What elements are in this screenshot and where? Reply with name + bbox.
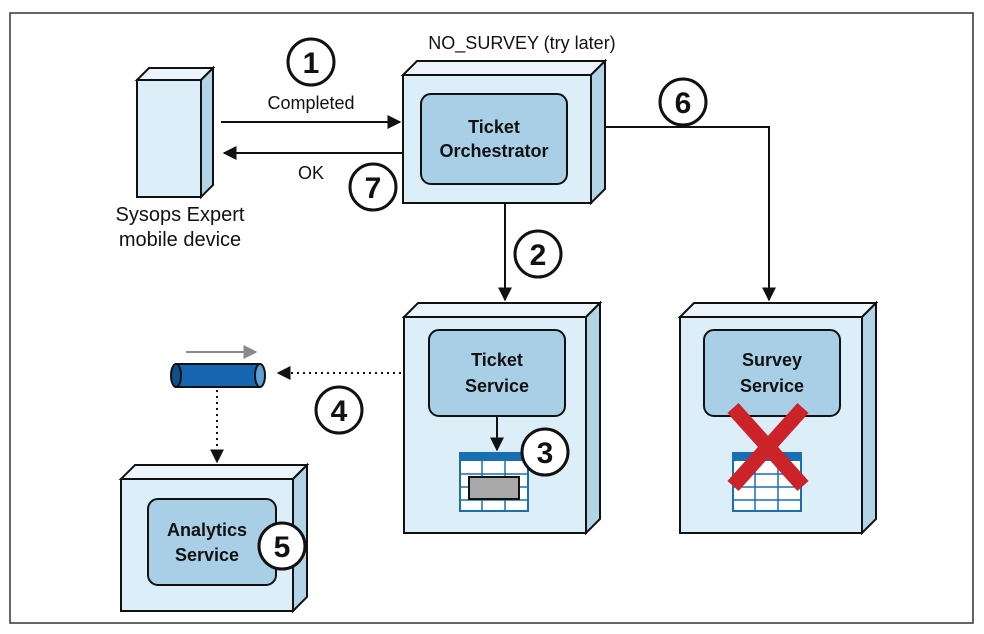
step-6-number: 6 [675, 87, 692, 120]
step-5-number: 5 [274, 531, 291, 564]
step-3-number: 3 [537, 437, 554, 470]
database-highlight-record [468, 476, 520, 500]
analytics-service-label-line2: Service [175, 545, 239, 565]
message-completed: Completed [267, 93, 354, 113]
step-7: 7 [348, 162, 398, 212]
step-1-number: 1 [303, 47, 320, 80]
step-5: 5 [257, 521, 307, 571]
ticket-service-label-line1: Ticket [471, 350, 523, 370]
device-label-line2: mobile device [119, 229, 241, 251]
ticket-service-box [428, 329, 566, 417]
step-6: 6 [658, 77, 708, 127]
step-3: 3 [520, 427, 570, 477]
orchestrator-label-line1: Ticket [468, 117, 520, 137]
queue-icon [170, 345, 266, 388]
ticket-orchestrator-container: Ticket Orchestrator [400, 58, 608, 206]
ticket-service-label-line2: Service [465, 376, 529, 396]
step-4: 4 [314, 385, 364, 435]
message-ok: OK [298, 163, 324, 183]
arrow-to-survey-service [605, 126, 776, 302]
database-icon [459, 452, 529, 512]
step-2: 2 [513, 229, 563, 279]
step-1: 1 [286, 37, 336, 87]
device-label-line1: Sysops Expert [116, 204, 245, 226]
failure-cross-icon [727, 402, 809, 492]
status-note: NO_SURVEY (try later) [428, 33, 615, 54]
analytics-service-box [147, 498, 277, 586]
survey-service-label-line1: Survey [742, 350, 802, 370]
step-4-number: 4 [331, 395, 348, 428]
survey-service-label-line2: Service [740, 376, 804, 396]
orchestrator-label-line2: Orchestrator [439, 141, 548, 161]
mobile-device-icon [134, 65, 216, 200]
step-7-number: 7 [365, 172, 382, 205]
analytics-service-label-line1: Analytics [167, 520, 247, 540]
ticket-orchestrator-box [420, 93, 568, 185]
survey-service-box [703, 329, 841, 417]
figure-frame [9, 12, 974, 624]
step-2-number: 2 [530, 239, 547, 272]
